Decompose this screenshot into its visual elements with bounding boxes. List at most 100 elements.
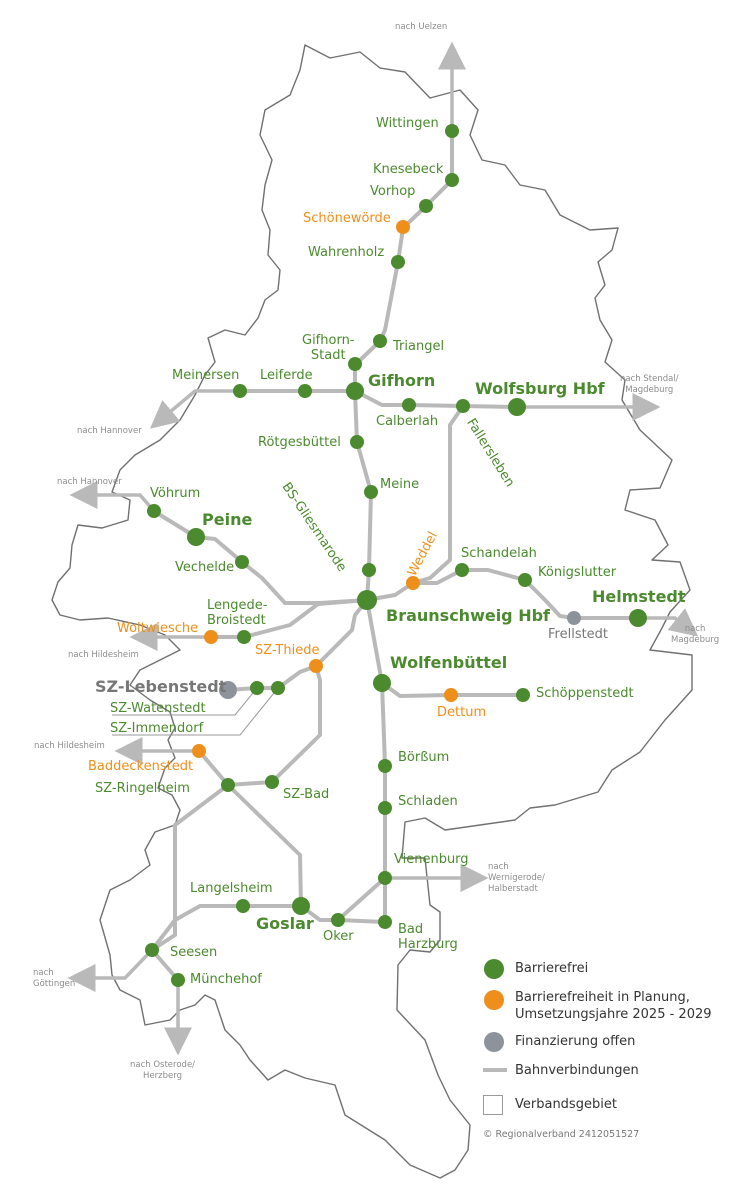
station-sz-immendorf-dot[interactable] [271,681,285,695]
label-sz-lebenstedt: SZ-Lebenstedt [95,677,227,696]
legend-item-barrierefrei: Barrierefrei [483,958,588,980]
station-knesebeck-dot[interactable] [445,173,459,187]
label-sz-bad: SZ-Bad [283,787,330,802]
direction-osterode: nach Osterode/ Herzberg [130,1060,196,1081]
label-calberlah: Calberlah [376,414,439,429]
label-schoeppenstedt: Schöppenstedt [536,686,634,701]
station-sz-watenstedt-dot[interactable] [250,681,264,695]
label-sz-watenstedt: SZ-Watenstedt [110,701,206,716]
label-peine: Peine [202,510,253,529]
station-vechelde-dot[interactable] [235,555,249,569]
station-dettum-dot[interactable] [444,688,458,702]
station-goslar-dot[interactable] [292,897,310,915]
station-sz-lebenstedt-dot[interactable] [219,681,237,699]
station-sz-ringelheim-dot[interactable] [221,778,235,792]
station-koenigslutter-dot[interactable] [518,573,532,587]
legend-grey-dot [484,1032,504,1052]
station-wahrenholz-dot[interactable] [391,255,405,269]
station-baddeckenstedt-dot[interactable] [192,744,206,758]
station-peine-dot[interactable] [187,528,205,546]
station-langelsheim-dot[interactable] [236,899,250,913]
label-langelsheim: Langelsheim [190,881,273,896]
stations [145,124,647,987]
station-triangel-dot[interactable] [373,334,387,348]
direction-uelzen: nach Uelzen [395,22,448,32]
line-ringelheim-goslar [226,783,303,908]
label-voehrum: Vöhrum [150,486,201,501]
direction-hannover-1: nach Hannover [77,426,142,436]
label-schoenewoerde: Schönewörde [303,211,391,226]
direction-wernigerode: nach Wernigerode/ Halberstadt [488,862,545,894]
station-roetgesbuettel-dot[interactable] [350,435,364,449]
station-seesen-dot[interactable] [145,943,159,957]
direction-hannover-2: nach Hannover [57,477,122,487]
station-voehrum-dot[interactable] [147,504,161,518]
line-bs-goslar [226,598,369,787]
station-schladen-dot[interactable] [378,801,392,815]
region-border [51,44,693,1179]
line-oker-harzburg [336,918,387,924]
station-vienenburg-dot[interactable] [378,871,392,885]
connector-lines [112,687,279,736]
label-baddeckenstedt: Baddeckenstedt [88,759,194,774]
station-braunschweig-dot[interactable] [357,590,377,610]
direction-magdeburg: nach Magdeburg [671,624,720,645]
station-wolfsburg-dot[interactable] [508,398,526,416]
label-bad-harzburg: Bad Harzburg [398,922,458,952]
label-seesen: Seesen [170,945,218,960]
station-schoenewoerde-dot[interactable] [396,220,410,234]
label-vechelde: Vechelde [175,560,235,575]
station-meine-dot[interactable] [364,485,378,499]
station-meinersen-dot[interactable] [233,384,247,398]
station-wittingen-dot[interactable] [445,124,459,138]
label-frellstedt: Frellstedt [548,627,609,642]
line-baddeckenstedt [150,749,230,952]
line-wolfsburg-bs [365,404,465,602]
station-lengede-dot[interactable] [237,630,251,644]
station-woltwiesche-dot[interactable] [204,630,218,644]
label-sz-thiede: SZ-Thiede [255,643,320,658]
station-bad-harzburg-dot[interactable] [378,915,392,929]
label-meinersen: Meinersen [172,368,240,383]
station-bs-gliesmarode-dot[interactable] [362,563,376,577]
station-calberlah-dot[interactable] [402,398,416,412]
label-goslar: Goslar [256,914,314,933]
legend-item-bahn: Bahnverbindungen [483,1060,639,1082]
label-wittingen: Wittingen [376,116,439,131]
label-sz-immendorf: SZ-Immendorf [110,721,204,736]
label-boerssum: Börßum [398,750,450,765]
station-helmstedt-dot[interactable] [629,609,647,627]
station-schoeppenstedt-dot[interactable] [516,688,530,702]
label-braunschweig: Braunschweig Hbf [386,606,551,625]
legend-text-bahn: Bahnverbindungen [515,1063,639,1078]
station-frellstedt-dot[interactable] [567,611,581,625]
station-boerssum-dot[interactable] [378,759,392,773]
station-sz-bad-dot[interactable] [265,775,279,789]
label-koenigslutter: Königslutter [538,565,617,580]
legend-text-verband: Verbandsgebiet [515,1097,617,1112]
station-gifhorn-dot[interactable] [346,382,364,400]
label-lengede: Lengede- Broistedt [207,598,268,628]
legend-line-symbol [483,1068,507,1072]
line-bs-bad-harzburg [365,598,387,924]
label-woltwiesche: Woltwiesche [117,621,199,636]
direction-hildesheim-2: nach Hildesheim [34,741,105,751]
station-schandelah-dot[interactable] [455,563,469,577]
station-fallersleben-dot[interactable] [456,399,470,413]
line-bs-woltwiesche [209,598,369,639]
station-leiferde-dot[interactable] [298,384,312,398]
station-oker-dot[interactable] [331,913,345,927]
arrow-hannover-1 [149,389,242,429]
station-weddel-dot[interactable] [406,576,420,590]
label-leiferde: Leiferde [260,368,313,383]
legend-item-finanzierung: Finanzierung offen [483,1031,635,1053]
station-sz-thiede-dot[interactable] [309,659,323,673]
station-muenchehof-dot[interactable] [171,973,185,987]
line-uelzen-braunschweig [353,128,454,602]
station-wolfenbuettel-dot[interactable] [373,674,391,692]
direction-goettingen: nach Göttingen [33,968,76,989]
station-gifhorn-stadt-dot[interactable] [348,357,362,371]
label-gifhorn-stadt: Gifhorn- Stadt [302,333,355,363]
station-vorhop-dot[interactable] [419,199,433,213]
